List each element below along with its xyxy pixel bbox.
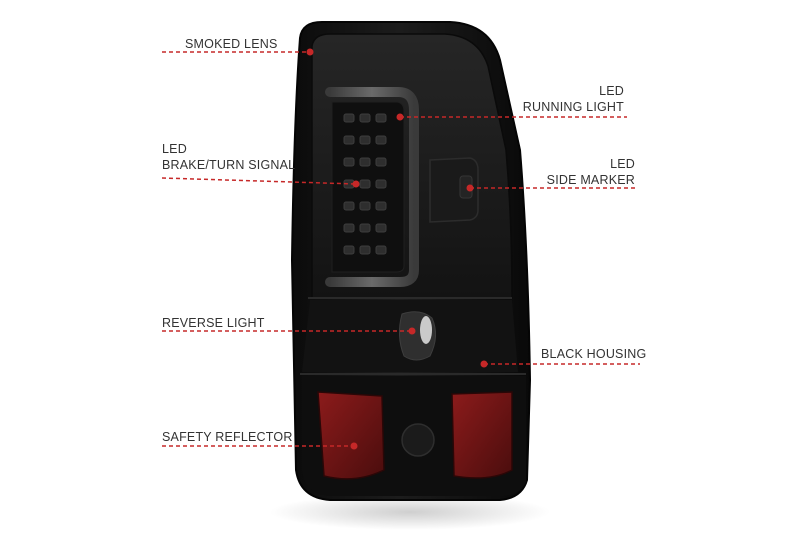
dot-smoked-lens [306,48,314,56]
safety-reflector-left [317,391,385,480]
led-running-light-bar [325,87,419,287]
dot-black-housing [480,360,488,368]
reverse-light-bulb [398,311,436,361]
floor-shadow [270,494,550,530]
label-reverse-light: REVERSE LIGHT [162,316,265,330]
safety-reflector-right [451,391,513,479]
dot-led-side-marker [466,184,474,192]
led-brake-turn-array [343,113,387,255]
dot-safety-reflector [350,442,358,450]
dot-led-brake-turn [352,180,360,188]
housing-bolt [401,423,435,457]
label-smoked-lens: SMOKED LENS [185,37,278,51]
side-marker-housing [429,157,479,223]
label-led-running-light: LED RUNNING LIGHT [522,84,624,114]
label-safety-reflector: SAFETY REFLECTOR [162,430,293,444]
dot-reverse-light [408,327,416,335]
label-black-housing: BLACK HOUSING [541,347,647,361]
leader-led-brake-turn [161,177,357,185]
label-led-brake-turn: LED BRAKE/TURN SIGNAL [162,142,296,172]
label-led-side-marker: LED SIDE MARKER [546,157,635,187]
dot-led-running-light [396,113,404,121]
